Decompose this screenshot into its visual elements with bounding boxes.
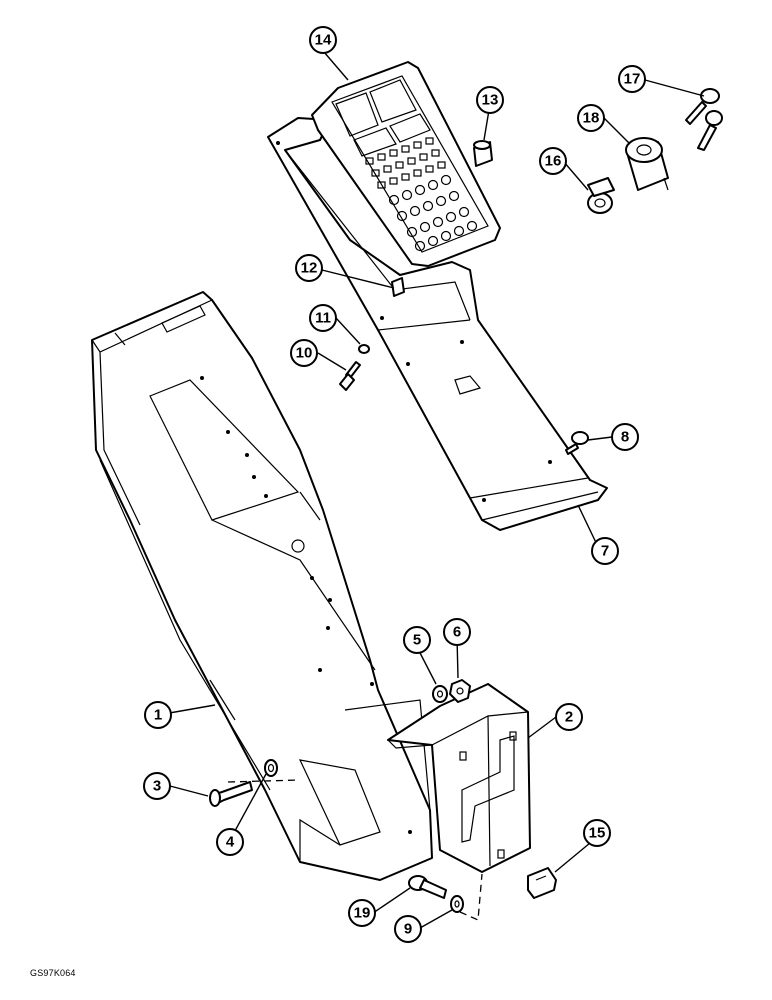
bolt-3: [209, 781, 253, 807]
callout-10: 10: [290, 339, 318, 367]
svg-text:6: 6: [453, 624, 461, 641]
callout-1: 1: [144, 701, 172, 729]
callout-8: 8: [611, 423, 639, 451]
svg-text:9: 9: [404, 921, 412, 938]
callout-6: 6: [443, 618, 471, 646]
keypad-buttons: [365, 137, 478, 252]
svg-text:8: 8: [621, 429, 629, 446]
callout-2: 2: [555, 703, 583, 731]
callout-18: 18: [577, 104, 605, 132]
washer-9: [450, 895, 464, 913]
callout-13: 13: [476, 86, 504, 114]
svg-text:2: 2: [565, 709, 573, 726]
svg-text:3: 3: [153, 778, 161, 795]
ring-16: [587, 177, 615, 214]
console-housing-part: [91, 291, 433, 881]
callout-12: 12: [295, 254, 323, 282]
spacer-12: [391, 277, 405, 297]
nut-6: [449, 679, 471, 703]
svg-text:14: 14: [315, 32, 332, 49]
cap-13: [473, 140, 493, 167]
callout-19: 19: [348, 899, 376, 927]
svg-text:13: 13: [482, 92, 499, 109]
callout-16: 16: [539, 147, 567, 175]
svg-text:4: 4: [226, 834, 235, 851]
svg-text:18: 18: [583, 110, 600, 127]
clip-15: [527, 867, 557, 899]
callout-11: 11: [309, 304, 337, 332]
callout-15: 15: [583, 819, 611, 847]
svg-text:12: 12: [301, 260, 318, 277]
figure-code: GS97K064: [30, 968, 76, 978]
screw-10: [339, 361, 361, 391]
svg-text:16: 16: [545, 153, 562, 170]
svg-text:17: 17: [624, 71, 641, 88]
svg-text:10: 10: [296, 345, 313, 362]
svg-text:19: 19: [354, 905, 371, 922]
ignition-switch-18: [625, 137, 669, 191]
washer-5: [432, 685, 448, 703]
callout-7: 7: [591, 537, 619, 565]
svg-text:15: 15: [589, 825, 606, 842]
washer-4: [264, 759, 278, 777]
nut-11: [358, 344, 370, 354]
callout-9: 9: [394, 915, 422, 943]
screw-8: [565, 431, 589, 455]
callout-4: 4: [216, 828, 244, 856]
bolt-19: [408, 873, 483, 921]
display-panel-part: [311, 61, 501, 267]
svg-text:11: 11: [315, 310, 331, 327]
callout-5: 5: [403, 626, 431, 654]
callout-17: 17: [618, 65, 646, 93]
svg-text:5: 5: [413, 632, 421, 649]
svg-text:1: 1: [154, 707, 162, 724]
callout-3: 3: [143, 772, 171, 800]
callout-14: 14: [309, 26, 337, 54]
keys-17: [685, 88, 723, 151]
svg-text:7: 7: [601, 543, 609, 560]
